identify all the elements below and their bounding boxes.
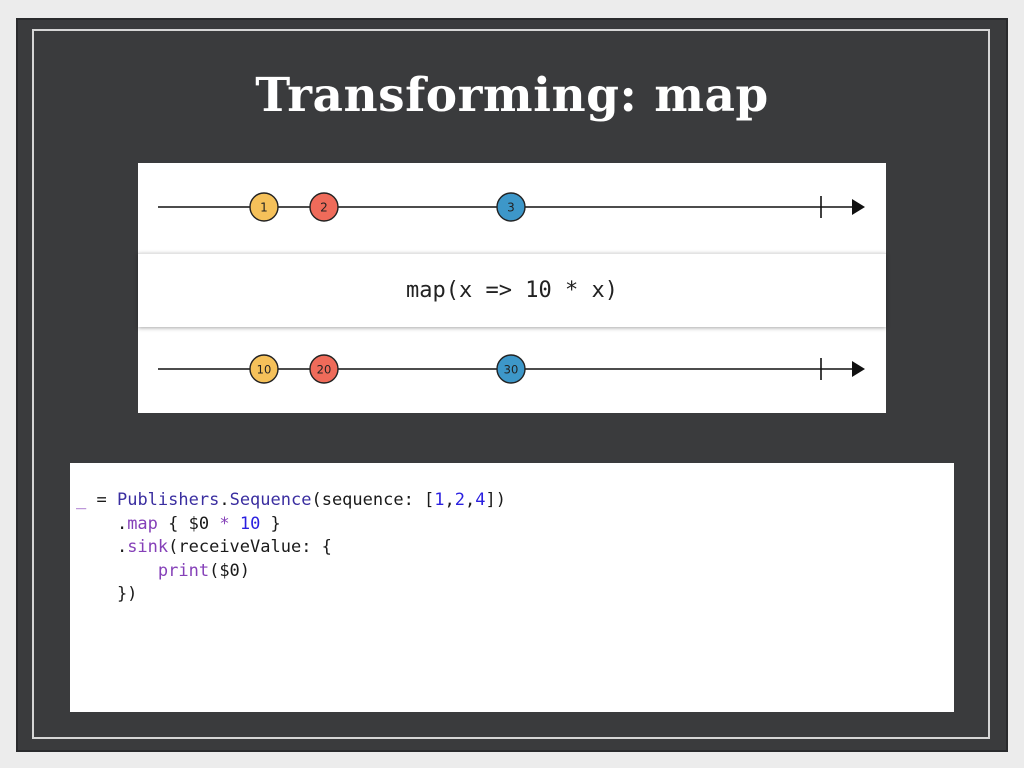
code-line-3: .sink(receiveValue: { bbox=[76, 537, 332, 557]
output-marble-30: 30 bbox=[496, 354, 526, 384]
svg-text:10: 10 bbox=[257, 363, 272, 377]
svg-text:2: 2 bbox=[320, 201, 328, 215]
code-line-1: _ = Publishers.Sequence(sequence: [1,2,4… bbox=[76, 490, 507, 510]
input-timeline-arrow bbox=[852, 199, 865, 215]
code-line-4: print($0) bbox=[157, 560, 251, 581]
svg-text:30: 30 bbox=[504, 363, 519, 377]
input-marble-1: 1 bbox=[249, 192, 279, 222]
svg-text:20: 20 bbox=[317, 363, 332, 377]
marble-diagram-svg: 1 2 3 10 20 30 bbox=[158, 192, 865, 384]
input-marble-3: 3 bbox=[496, 192, 526, 222]
svg-text:3: 3 bbox=[507, 201, 515, 215]
slide-border bbox=[32, 29, 990, 739]
output-marble-20: 20 bbox=[309, 354, 339, 384]
svg-text:1: 1 bbox=[260, 201, 268, 215]
output-marble-10: 10 bbox=[249, 354, 279, 384]
operator-box: map(x => 10 * x) bbox=[138, 253, 886, 327]
code-line-2: .map { $0 * 10 } bbox=[76, 513, 281, 534]
slide-title: Transforming: map bbox=[255, 68, 769, 123]
code-panel: _ = Publishers.Sequence(sequence: [1,2,4… bbox=[70, 463, 954, 712]
code-block: _ = Publishers.Sequence(sequence: [1,2,4… bbox=[76, 489, 506, 607]
code-line-5: }) bbox=[76, 584, 138, 604]
output-timeline-arrow bbox=[852, 361, 865, 377]
input-marble-2: 2 bbox=[309, 192, 339, 222]
